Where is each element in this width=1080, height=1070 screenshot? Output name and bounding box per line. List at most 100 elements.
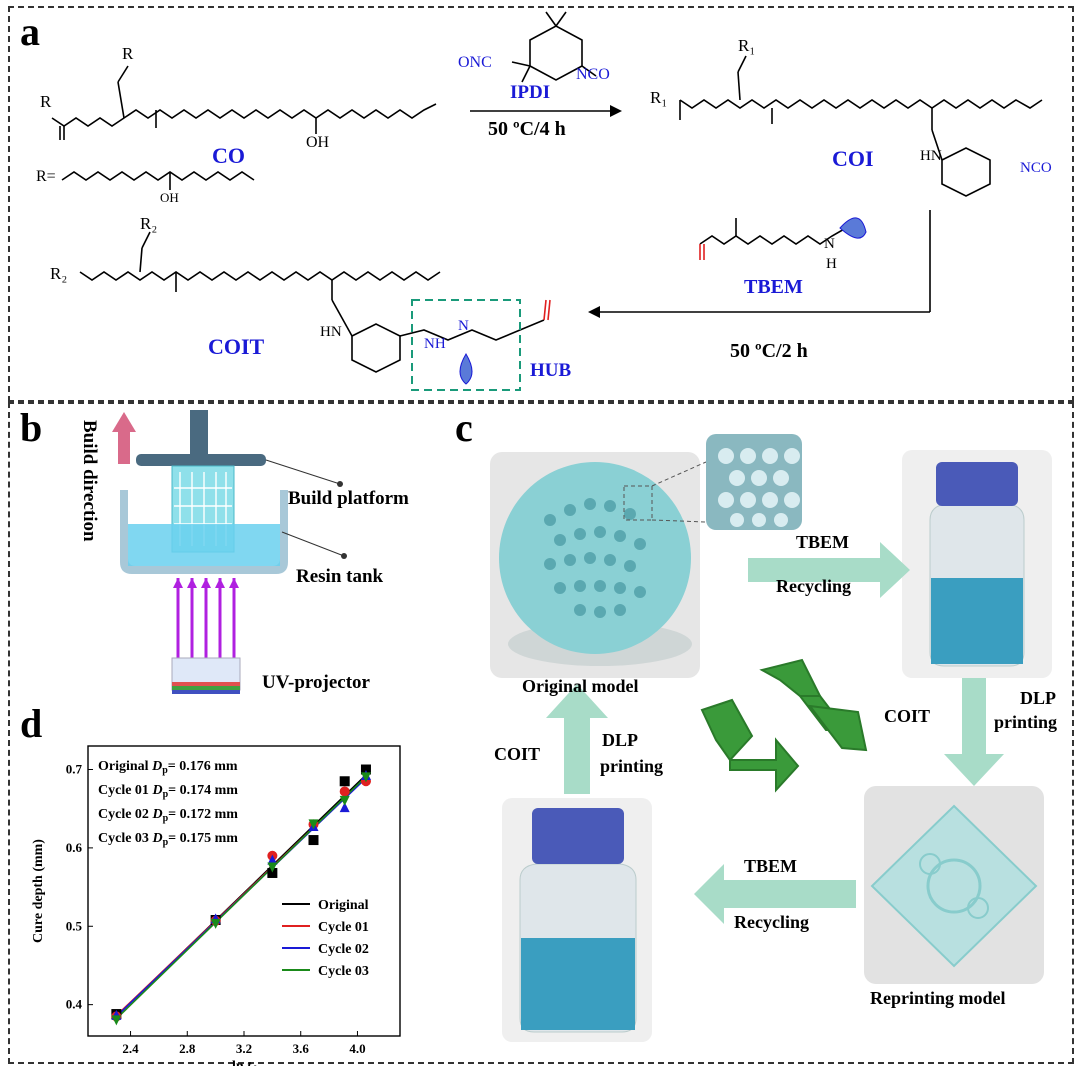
x-tick-label: 4.0 <box>349 1041 365 1056</box>
co-r-top: R <box>122 44 134 63</box>
coi-label: COI <box>832 146 874 171</box>
recycling-top-label: Recycling <box>776 576 851 596</box>
recycling-cycle <box>490 434 1052 1042</box>
condition-2: 50 ºC/2 h <box>730 340 808 362</box>
resin-tank-label: Resin tank <box>296 566 384 587</box>
resin-liquid <box>128 524 280 566</box>
y-axis-label: Cure depth (mm) <box>31 839 46 943</box>
bottle-cap-top <box>936 462 1018 506</box>
data-point-original <box>360 764 371 775</box>
build-direction-arrow <box>112 412 136 432</box>
data-point-cycle-03 <box>360 772 371 783</box>
dlp-left-line1: DLP <box>602 730 638 750</box>
tbem-top-label: TBEM <box>796 532 850 552</box>
hub-label: HUB <box>530 360 572 381</box>
ipdi-label: IPDI <box>510 82 551 103</box>
ipdi-ring <box>529 25 583 81</box>
coit-right-label: COIT <box>884 706 931 726</box>
coit-ring <box>351 323 401 373</box>
panel-label-a: a <box>20 9 40 54</box>
data-point-cycle-03 <box>111 1015 122 1026</box>
legend-label: Original <box>318 898 369 913</box>
co-oh: OH <box>306 134 330 151</box>
x-tick-label: 2.4 <box>122 1041 139 1056</box>
arrow-tbem-bottom <box>694 864 856 924</box>
legend-label: Cycle 02 <box>318 942 369 957</box>
coit-left-label: COIT <box>494 744 541 764</box>
data-point-original <box>308 835 319 846</box>
data-point-cycle-02 <box>339 802 350 813</box>
y-tick-label: 0.6 <box>66 840 83 855</box>
ipdi-nco: NCO <box>576 66 610 83</box>
x-tick-label: 3.6 <box>293 1041 310 1056</box>
dp-annotation: Original Dp= 0.176 mm <box>98 759 238 776</box>
r-chain <box>61 171 255 181</box>
coit-hn: HN <box>320 324 342 340</box>
co-skeleton <box>51 103 437 127</box>
data-point-cycle-03 <box>339 795 350 806</box>
panel-label-d: d <box>20 701 43 746</box>
tbem-n: N <box>824 236 835 252</box>
tbem-bottom-label: TBEM <box>744 856 798 876</box>
build-platform-label: Build platform <box>288 488 409 509</box>
data-point-cycle-02 <box>267 854 278 865</box>
tbem-h: H <box>826 256 837 272</box>
bottle-cap-bottom <box>532 808 624 864</box>
arrow-dlp-left <box>546 684 608 794</box>
data-point-cycle-03 <box>210 918 221 929</box>
hub-nh: NH <box>424 336 446 352</box>
reprinting-model-label: Reprinting model <box>870 988 1006 1008</box>
legend-label: Cycle 03 <box>318 964 369 979</box>
dlp-right-line1: DLP <box>1020 688 1056 708</box>
panel-bcd-frame <box>8 402 1074 1064</box>
data-point-original <box>267 867 278 878</box>
reaction-scheme <box>51 11 1043 391</box>
dlp-right-line2: printing <box>994 712 1058 732</box>
coit-skeleton <box>79 271 441 281</box>
legend-label: Cycle 01 <box>318 920 369 935</box>
tbem-skeleton <box>699 227 847 245</box>
recycle-icon <box>700 658 868 793</box>
r-chain-oh: OH <box>160 190 179 205</box>
chart-axes: 2.4 2.8 3.2 3.6 4.0 0.4 0.5 0.6 0.7 ln td Cure dep… <box>31 745 401 1066</box>
chart-fit-lines <box>115 774 367 1020</box>
build-platform <box>136 454 266 466</box>
coit-label: COIT <box>208 334 265 359</box>
ipdi-onc: ONC <box>458 54 492 71</box>
r-equals-label: R= <box>36 168 56 185</box>
build-direction-label: Build direction <box>79 420 100 542</box>
platform-shaft <box>190 410 208 458</box>
x-tick-label: 3.2 <box>236 1041 252 1056</box>
coit-r2-top: R₂ <box>140 214 158 233</box>
data-point-original <box>339 776 350 787</box>
data-point-cycle-01 <box>339 786 350 797</box>
coi-r1-left: R₁ <box>650 88 668 107</box>
x-axis-label: ln td <box>232 1059 257 1066</box>
dp-annotation: Cycle 03 Dp= 0.175 mm <box>98 831 238 848</box>
recycling-bottom-label: Recycling <box>734 912 809 932</box>
arrow-dlp-right <box>944 678 1004 786</box>
reprinted-square <box>870 804 1038 968</box>
chart-points <box>111 764 371 1026</box>
y-tick-label: 0.4 <box>66 997 83 1012</box>
original-model-label: Original model <box>522 676 639 696</box>
y-tick-label: 0.7 <box>66 762 83 777</box>
fit-line-cycle-03 <box>115 775 367 1020</box>
x-tick-label: 2.8 <box>179 1041 196 1056</box>
dlp-left-line2: printing <box>600 756 664 776</box>
hub-box <box>411 299 521 391</box>
coi-ring <box>941 147 991 197</box>
y-tick-label: 0.5 <box>66 918 83 933</box>
tbem-lobe <box>839 217 867 239</box>
arrow-tbem-top <box>748 542 910 598</box>
condition-1: 50 ºC/4 h <box>488 118 566 140</box>
co-label: CO <box>212 143 245 168</box>
hub-n: N <box>458 318 469 334</box>
dp-annotation: Cycle 01 Dp= 0.174 mm <box>98 783 238 800</box>
data-point-cycle-03 <box>267 862 278 873</box>
uv-projector-label: UV-projector <box>262 672 370 693</box>
printer-diagram <box>112 410 347 694</box>
panel-a-frame <box>8 6 1074 402</box>
co-r-left: R <box>40 92 52 111</box>
